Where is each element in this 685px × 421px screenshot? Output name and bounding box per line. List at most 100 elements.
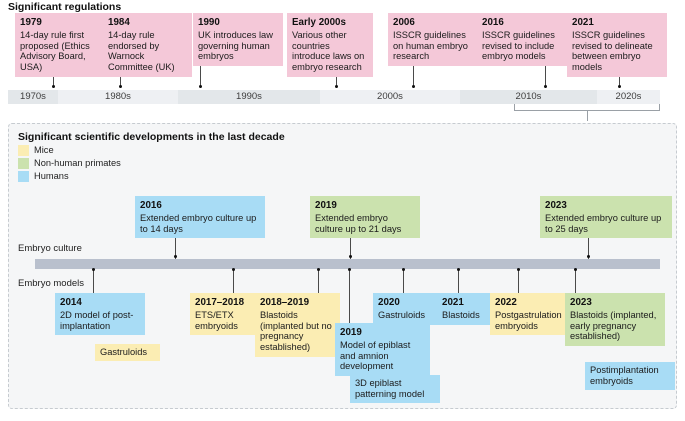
connector-dot — [618, 85, 621, 88]
event-text: Postgastrulation embryoids — [495, 309, 562, 331]
event-year: 1984 — [108, 17, 130, 28]
event-text: ISSCR guidelines revised to include embr… — [482, 29, 555, 62]
model-event-2018-2019: 2018–2019 Blastoids (implanted but no pr… — [255, 293, 340, 358]
event-text: Extended embryo culture up to 21 days — [315, 212, 402, 234]
connector-dot — [335, 85, 338, 88]
connector-dot — [349, 255, 352, 258]
model-event-3d-epiblast: 3D epiblast patterning model — [350, 375, 440, 403]
event-year: 2016 — [482, 17, 504, 28]
decade-segment-1990s: 1990s — [178, 90, 320, 104]
row-label-embryo-models: Embryo models — [18, 278, 84, 289]
connector-dot — [199, 85, 202, 88]
bracket-line — [659, 104, 660, 110]
model-event-postimplantation: Postimplantation embryoids — [585, 362, 675, 390]
model-event-2014: 2014 2D model of post-implantation — [55, 293, 145, 336]
connector-dot — [119, 85, 122, 88]
event-text: Blastoids (implanted but no pregnancy es… — [260, 309, 332, 353]
connector-dot — [317, 268, 320, 271]
culture-event-2023: 2023 Extended embryo culture up to 25 da… — [540, 196, 672, 239]
decade-segment-2020s: 2020s — [597, 90, 660, 104]
event-year: 2019 — [340, 327, 362, 338]
connector-line — [93, 269, 94, 297]
connector-line — [545, 45, 546, 88]
event-text: ISSCR guidelines revised to delineate be… — [572, 29, 653, 73]
bracket-line — [514, 104, 515, 110]
regulation-event-1990: 1990 UK introduces law governing human e… — [193, 13, 283, 67]
connector-line — [349, 269, 350, 327]
connector-line — [588, 225, 589, 259]
legend-swatch-mice — [18, 145, 29, 156]
event-text: Model of epiblast and amnion development — [340, 339, 411, 372]
event-year: 2016 — [140, 200, 162, 211]
connector-dot — [412, 85, 415, 88]
event-year: 2023 — [545, 200, 567, 211]
connector-line — [458, 269, 459, 297]
connector-line — [350, 225, 351, 259]
event-year: 2006 — [393, 17, 415, 28]
connector-line — [413, 45, 414, 88]
legend-label: Mice — [34, 145, 54, 155]
event-text: ETS/ETX embryoids — [195, 309, 238, 331]
event-text: ISSCR guidelines on human embryo researc… — [393, 29, 468, 62]
event-text: 3D epiblast patterning model — [355, 378, 425, 399]
event-text: Blastoids (implanted, early pregnancy es… — [570, 309, 657, 342]
model-event-2021: 2021 Blastoids — [437, 293, 497, 325]
event-text: 14-day rule endorsed by Warnock Committe… — [108, 29, 175, 73]
event-year: 2022 — [495, 297, 517, 308]
connector-line — [200, 45, 201, 88]
event-year: 2018–2019 — [260, 297, 310, 308]
decade-segment-2000s: 2000s — [320, 90, 460, 104]
regulation-event-1984: 1984 14-day rule endorsed by Warnock Com… — [103, 13, 192, 78]
regulation-event-2016: 2016 ISSCR guidelines revised to include… — [477, 13, 567, 67]
decade-segment-1980s: 1980s — [58, 90, 178, 104]
connector-dot — [232, 268, 235, 271]
model-event-2020: 2020 Gastruloids — [373, 293, 440, 325]
event-text: Gastruloids — [378, 309, 426, 320]
connector-dot — [174, 255, 177, 258]
connector-dot — [92, 268, 95, 271]
connector-dot — [402, 268, 405, 271]
event-text: 2D model of post-implantation — [60, 309, 134, 331]
model-event-2017-2018: 2017–2018 ETS/ETX embryoids — [190, 293, 258, 336]
connector-dot — [52, 85, 55, 88]
event-year: 1979 — [20, 17, 42, 28]
connector-line — [233, 269, 234, 297]
connector-dot — [544, 85, 547, 88]
culture-event-2016: 2016 Extended embryo culture up to 14 da… — [135, 196, 265, 239]
event-text: 14-day rule first proposed (Ethics Advis… — [20, 29, 90, 73]
event-text: Extended embryo culture up to 14 days — [140, 212, 257, 234]
connector-line — [575, 269, 576, 297]
culture-event-2019: 2019 Extended embryo culture up to 21 da… — [310, 196, 420, 239]
legend-swatch-humans — [18, 171, 29, 182]
model-event-2023: 2023 Blastoids (implanted, early pregnan… — [565, 293, 665, 347]
connector-dot — [587, 255, 590, 258]
connector-line — [175, 225, 176, 259]
regulation-event-2006: 2006 ISSCR guidelines on human embryo re… — [388, 13, 478, 67]
connector-dot — [348, 268, 351, 271]
regulation-event-2021: 2021 ISSCR guidelines revised to delinea… — [567, 13, 667, 78]
event-text: Postimplantation embryoids — [590, 365, 659, 386]
regulations-title: Significant regulations — [8, 1, 122, 13]
legend-swatch-non-human-primates — [18, 158, 29, 169]
model-event-2022: 2022 Postgastrulation embryoids — [490, 293, 572, 336]
event-year: 2017–2018 — [195, 297, 245, 308]
bracket-line — [587, 110, 588, 121]
event-year: 2021 — [442, 297, 464, 308]
event-year: Early 2000s — [292, 17, 346, 28]
event-text: Various other countries introduce laws o… — [292, 29, 365, 73]
event-text: UK introduces law governing human embryo… — [198, 29, 273, 62]
event-year: 2023 — [570, 297, 592, 308]
model-event-2019: 2019 Model of epiblast and amnion develo… — [335, 323, 430, 377]
connector-line — [403, 269, 404, 297]
event-year: 1990 — [198, 17, 220, 28]
event-text: Extended embryo culture up to 25 days — [545, 212, 662, 234]
event-year: 2019 — [315, 200, 337, 211]
legend-label: Humans — [34, 171, 69, 181]
event-year: 2014 — [60, 297, 82, 308]
decade-segment-2010s: 2010s — [460, 90, 597, 104]
connector-line — [318, 269, 319, 297]
row-label-embryo-culture: Embryo culture — [18, 243, 82, 254]
developments-title: Significant scientific developments in t… — [18, 131, 285, 143]
timeline-bar — [35, 259, 660, 269]
model-event-gastruloids-mice: Gastruloids — [95, 344, 160, 361]
